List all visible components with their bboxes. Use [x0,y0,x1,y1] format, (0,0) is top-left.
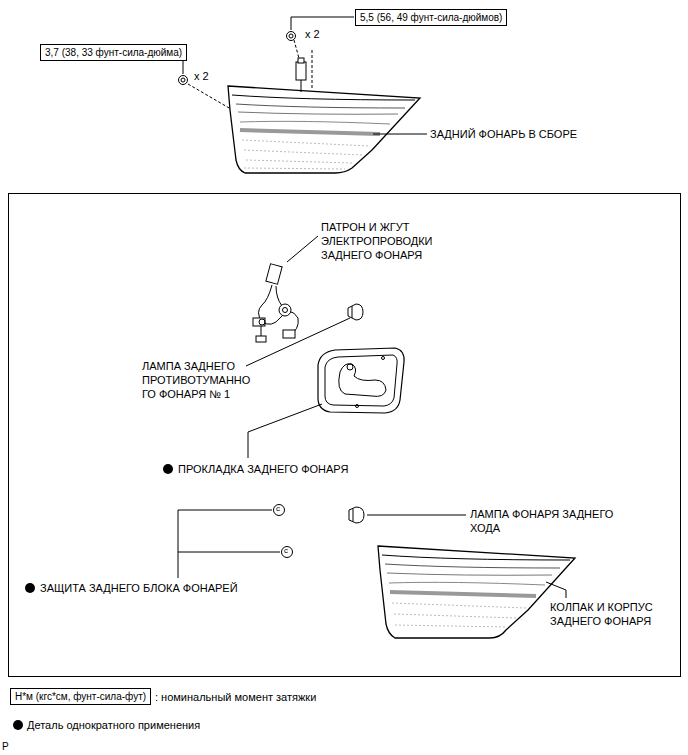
drawing-stroke [283,308,288,313]
drawing-stroke [287,32,296,41]
part-name: ЛАМПА ЗАДНЕГО ПРОТИВОТУМАННО ГО ФОНАРЯ №… [142,359,256,401]
drawing-stroke [256,336,266,342]
torque-value: 3,7 (38, 33 фунт-сила-дюйма) [45,46,182,59]
part-name: ЗАДНИЙ ФОНАРЬ В СБОРЕ [430,127,577,141]
quantity: x 2 [194,69,209,83]
drawing-stroke [163,464,173,474]
drawing-stroke [25,583,35,593]
part-name: ПАТРОН И ЖГУТ ЭЛЕКТРОПРОВОДКИ ЗАДНЕГО ФО… [321,220,473,262]
drawing-stroke [546,582,566,598]
drawing-stroke [238,112,398,114]
drawing-stroke [179,76,188,85]
drawing-stroke [253,318,265,326]
drawing-stroke [248,404,322,458]
legend-text: Деталь однократного применения [27,718,200,732]
drawing-stroke [240,121,390,124]
torque-box: Н*м (кгс*см, фунт-сила-фут) [10,688,151,705]
drawing-stroke [318,348,404,413]
drawing-stroke [183,60,184,74]
drawing-stroke [291,17,354,30]
drawing-stroke [356,405,359,408]
drawing-stroke [349,507,364,523]
torque-value: Н*м (кгс*см, фунт-сила-фут) [15,690,146,703]
clip-letter: c [276,503,280,515]
drawing-stroke [373,134,427,135]
drawing-stroke [244,150,362,155]
page-mark: P [2,740,9,754]
drawing-stroke [348,304,363,320]
drawing-stroke [298,58,304,63]
legend-note: : номинальный момент затяжки [155,690,316,704]
drawing-stroke [242,140,370,146]
part-name: КОЛПАК И КОРПУС ЗАДНЕГО ФОНАРЯ [550,600,664,628]
drawing-stroke [382,357,385,360]
drawing-stroke [385,564,560,568]
drawing-stroke [339,364,386,397]
drawing-stroke [244,168,345,169]
drawing-stroke [178,552,280,553]
drawing-stroke [378,546,575,638]
drawing-stroke [390,592,536,596]
drawing-stroke [236,104,405,108]
drawing-stroke [287,236,318,262]
drawing-stroke [392,603,526,608]
torque-box: 5,5 (56, 49 фунт-сила-дюймов) [355,9,507,26]
drawing-stroke [178,510,272,578]
drawing-stroke [325,355,397,406]
drawing-stroke [246,160,352,163]
drawing-stroke [232,95,415,100]
drawing-stroke [259,285,299,336]
drawing-stroke [283,330,295,338]
drawing-stroke [301,80,302,92]
drawing-stroke [312,50,313,88]
drawing-stroke [289,34,293,38]
drawing-stroke [394,614,516,618]
drawing-stroke [13,720,23,730]
drawing-stroke [387,573,552,575]
drawing-stroke [296,62,306,80]
drawing-stroke [353,509,354,521]
drawing-stroke [395,625,506,627]
drawing-stroke [266,264,282,284]
quantity: x 2 [305,27,320,41]
drawing-stroke [276,286,282,306]
drawing-stroke [261,326,262,336]
torque-value: 5,5 (56, 49 фунт-сила-дюймов) [360,11,502,24]
drawing-stroke [259,319,265,325]
torque-box: 3,7 (38, 33 фунт-сила-дюйма) [40,44,187,61]
drawing-stroke [367,515,466,516]
drawing-stroke [228,86,420,173]
part-name: ЛАМПА ФОНАРЯ ЗАДНЕГО ХОДА [470,507,622,535]
part-name: ПРОКЛАДКА ЗАДНЕГО ФОНАРЯ [178,462,348,476]
drawing-stroke [9,194,681,677]
drawing-stroke [181,78,185,82]
drawing-stroke [279,304,291,316]
clip-letter: c [284,545,288,557]
drawing-stroke [240,130,380,134]
drawing-stroke [389,582,545,585]
part-name: ЗАЩИТА ЗАДНЕГО БЛОКА ФОНАРЕЙ [40,581,238,595]
drawing-stroke [347,364,353,370]
drawing-stroke [352,306,353,318]
drawing-stroke [382,555,570,560]
